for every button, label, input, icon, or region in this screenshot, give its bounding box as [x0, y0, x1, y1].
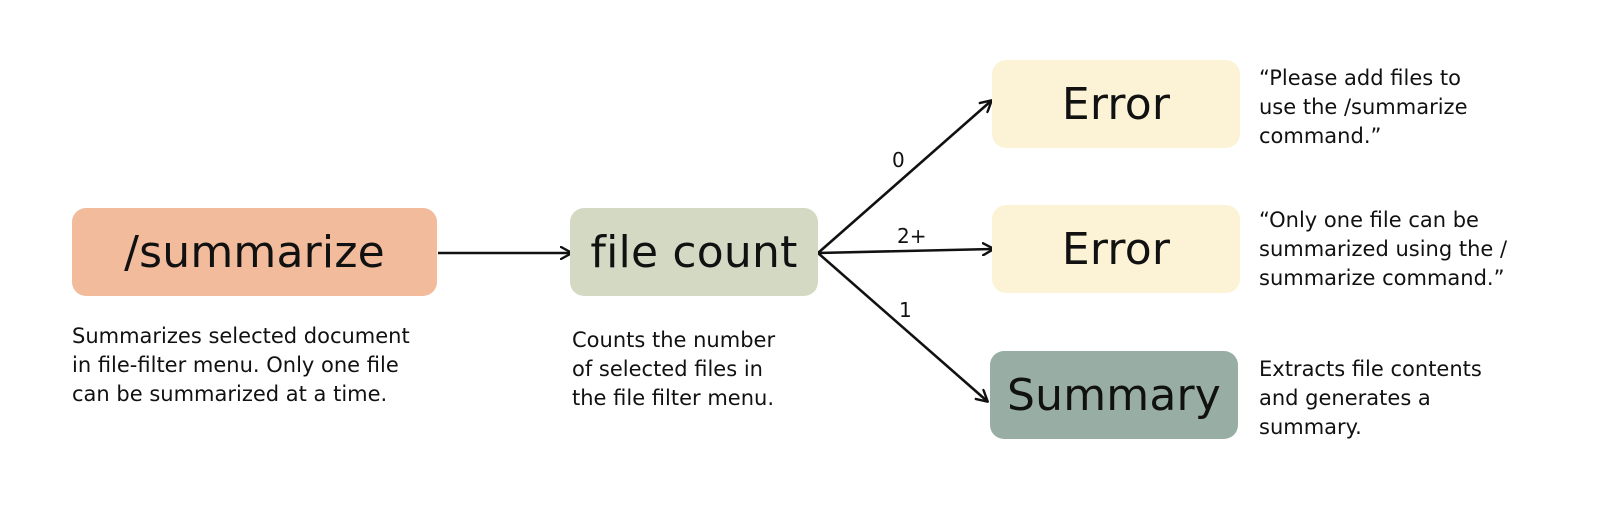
arrow-file-count-to-summary — [817, 252, 987, 401]
description-error-multi: “Only one file can be summarized using t… — [1259, 206, 1507, 293]
node-file-count: file count — [570, 208, 818, 296]
description-line: summarize command.” — [1259, 266, 1505, 290]
description-line: can be summarized at a time. — [72, 382, 388, 406]
description-line: Summarizes selected document — [72, 324, 410, 348]
description-line: summary. — [1259, 415, 1362, 439]
description-file-count: Counts the number of selected files in t… — [572, 326, 775, 413]
description-line: “Only one file can be — [1259, 208, 1479, 232]
description-summarize: Summarizes selected document in file-fil… — [72, 322, 410, 409]
node-summarize: /summarize — [72, 208, 437, 296]
node-summary: Summary — [990, 351, 1238, 439]
description-summary: Extracts file contents and generates a s… — [1259, 355, 1482, 442]
description-line: the file filter menu. — [572, 386, 774, 410]
edge-label-one: 1 — [899, 298, 912, 322]
edge-label-multi: 2+ — [897, 224, 927, 248]
node-error-zero: Error — [992, 60, 1240, 148]
description-line: Counts the number — [572, 328, 776, 352]
description-line: and generates a — [1259, 386, 1431, 410]
description-line: of selected files in — [572, 357, 763, 381]
edge-label-zero: 0 — [892, 148, 905, 172]
arrow-file-count-to-error-multi — [817, 249, 993, 253]
description-error-zero: “Please add files to use the /summarize … — [1259, 64, 1468, 151]
description-line: summarized using the / — [1259, 237, 1508, 261]
description-line: command.” — [1259, 124, 1382, 148]
description-line: in file-filter menu. Only one file — [72, 353, 399, 377]
description-line: Extracts file contents — [1259, 357, 1482, 381]
arrow-file-count-to-error-zero — [817, 101, 991, 254]
description-line: “Please add files to — [1259, 66, 1461, 90]
description-line: use the /summarize — [1259, 95, 1468, 119]
node-error-multi: Error — [992, 205, 1240, 293]
